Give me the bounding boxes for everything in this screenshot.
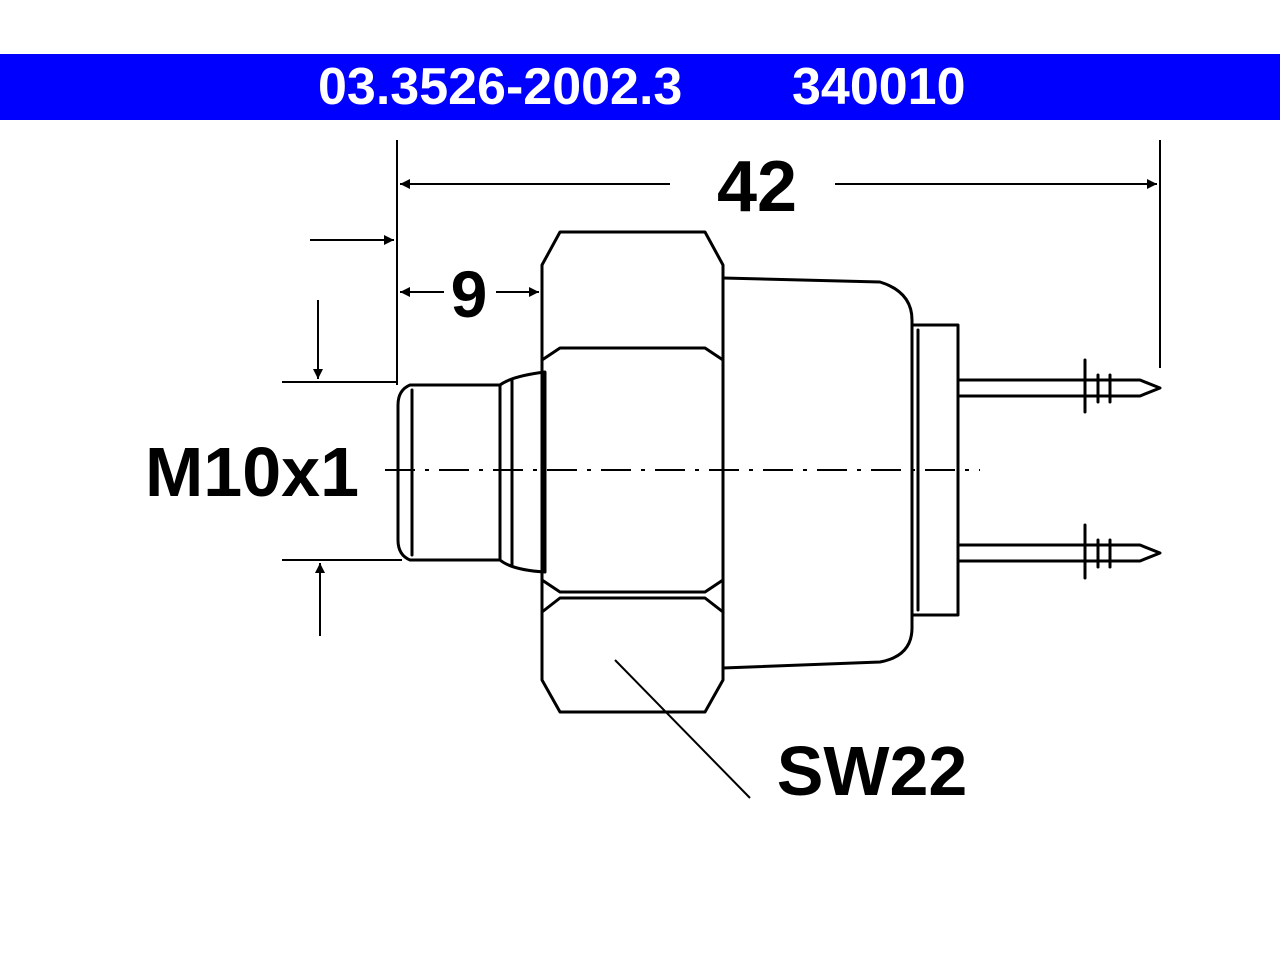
hex-face-lower-a — [540, 578, 725, 594]
rear-cap — [910, 323, 960, 617]
hex-face-top — [540, 346, 725, 362]
wrench-size-leader — [614, 659, 751, 799]
reference-number: 340010 — [792, 58, 966, 116]
hex-nut — [540, 230, 725, 714]
terminal-pin-bottom — [956, 543, 1162, 563]
part-number: 03.3526-2002.3 — [318, 58, 683, 116]
terminal-pin-top — [956, 378, 1162, 398]
hex-face-lower-b — [540, 596, 725, 614]
header-bar: 03.3526-2002.3 340010 — [0, 54, 1280, 120]
dim-overall-length: 42 — [717, 147, 797, 227]
thread-spec-label: M10x1 — [145, 433, 359, 511]
switch-body — [721, 276, 914, 670]
threaded-tip — [396, 383, 502, 562]
wrench-size-label: SW22 — [777, 732, 968, 810]
neck — [498, 370, 547, 574]
dim-thread-length: 9 — [451, 257, 488, 331]
